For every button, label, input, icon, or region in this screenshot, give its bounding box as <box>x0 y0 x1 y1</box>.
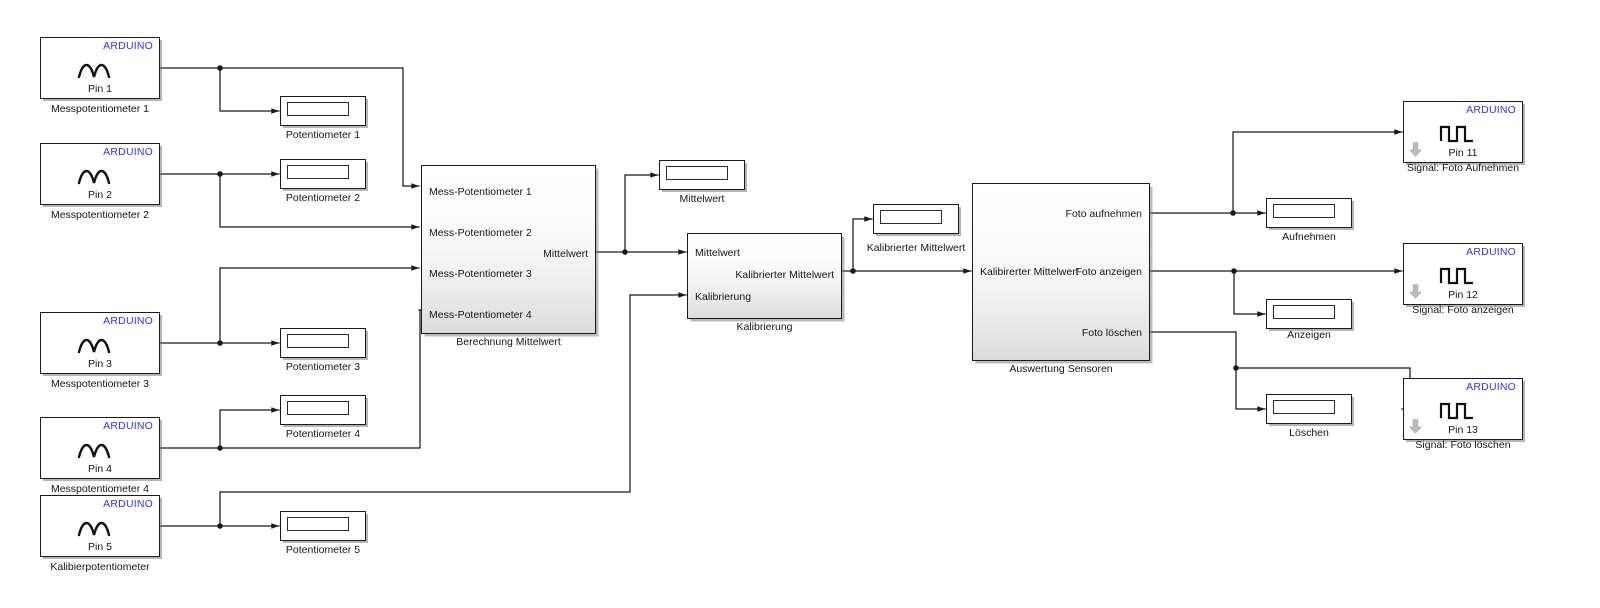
subsystem-kalibrierung[interactable]: Mittelwert Kalibrierung Kalibrierter Mit… <box>687 233 842 319</box>
display-readout <box>287 334 349 348</box>
block-caption: Aufnehmen <box>1282 231 1336 243</box>
display-block-potentiometer-5[interactable] <box>280 511 366 541</box>
arduino-digital-output-block-pin-13[interactable]: ARDUINO Pin 13 <box>1403 378 1523 440</box>
input-port-label-mess-potentiometer-2: Mess-Potentiometer 2 <box>429 227 532 239</box>
display-readout <box>666 166 728 180</box>
display-block-anzeigen[interactable] <box>1266 299 1352 329</box>
block-caption: Potentiometer 3 <box>285 361 361 373</box>
block-caption: Mittelwert <box>679 193 725 205</box>
arduino-brand-label: ARDUINO <box>103 40 153 52</box>
block-caption: Löschen <box>1289 427 1329 439</box>
arduino-analog-input-block-3[interactable]: ARDUINO Pin 3 <box>40 312 160 374</box>
display-readout <box>287 165 349 179</box>
arduino-brand-label: ARDUINO <box>1466 246 1516 258</box>
input-port-label-kalibirerter-mittelwert: Kalibirerter Mittelwert <box>980 266 1079 278</box>
block-caption: Messpotentiometer 3 <box>50 378 150 390</box>
sine-wave-icon <box>77 169 111 185</box>
arduino-brand-label: ARDUINO <box>103 498 153 510</box>
block-caption: Kalibrierter Mittelwert <box>866 242 966 254</box>
arduino-brand-label: ARDUINO <box>103 146 153 158</box>
display-readout <box>287 102 349 116</box>
block-caption: Kalibrierung <box>736 321 793 333</box>
block-caption: Auswertung Sensoren <box>1009 363 1113 375</box>
block-caption: Signal: Foto anzeigen <box>1412 304 1514 316</box>
display-block-potentiometer-4[interactable] <box>280 395 366 425</box>
display-block-potentiometer-3[interactable] <box>280 328 366 358</box>
arduino-brand-label: ARDUINO <box>103 315 153 327</box>
pin-label: Pin 3 <box>88 357 112 370</box>
pin-label: Pin 12 <box>1448 288 1478 301</box>
arduino-digital-output-block-pin-12[interactable]: ARDUINO Pin 12 <box>1403 243 1523 305</box>
pin-label: Pin 5 <box>88 540 112 553</box>
display-block-potentiometer-1[interactable] <box>280 96 366 126</box>
block-caption: Kalibierpotentiometer <box>50 561 150 573</box>
block-caption: Messpotentiometer 1 <box>50 103 150 115</box>
arduino-brand-label: ARDUINO <box>103 420 153 432</box>
square-wave-icon <box>1439 125 1473 143</box>
pin-label: Pin 4 <box>88 462 112 475</box>
block-caption: Messpotentiometer 4 <box>50 483 150 495</box>
output-port-label-foto-loeschen: Foto löschen <box>1081 327 1142 339</box>
display-readout <box>1273 400 1335 414</box>
output-port-label-foto-aufnehmen: Foto aufnehmen <box>1065 208 1142 220</box>
display-readout <box>287 401 349 415</box>
block-caption: Signal: Foto löschen <box>1415 439 1511 451</box>
display-block-aufnehmen[interactable] <box>1266 198 1352 228</box>
display-block-potentiometer-2[interactable] <box>280 159 366 189</box>
subsystem-auswertung-sensoren[interactable]: Kalibirerter Mittelwert Foto aufnehmen F… <box>972 183 1150 361</box>
input-port-label-mittelwert: Mittelwert <box>695 247 740 259</box>
block-caption: Potentiometer 4 <box>285 428 361 440</box>
subsystem-berechnung-mittelwert[interactable]: Mess-Potentiometer 1 Mess-Potentiometer … <box>421 165 596 334</box>
block-caption: Signal: Foto Aufnehmen <box>1406 162 1520 174</box>
download-arrow-icon <box>1409 142 1422 157</box>
display-readout <box>287 517 349 531</box>
display-readout <box>1273 305 1335 319</box>
output-port-label-foto-anzeigen: Foto anzeigen <box>1075 266 1142 278</box>
input-port-label-mess-potentiometer-3: Mess-Potentiometer 3 <box>429 268 532 280</box>
pin-label: Pin 11 <box>1448 146 1478 159</box>
square-wave-icon <box>1439 402 1473 420</box>
arduino-analog-input-block-4[interactable]: ARDUINO Pin 4 <box>40 417 160 479</box>
block-caption: Messpotentiometer 2 <box>50 209 150 221</box>
pin-label: Pin 2 <box>88 188 112 201</box>
block-caption: Potentiometer 2 <box>285 192 361 204</box>
block-caption: Potentiometer 5 <box>285 544 361 556</box>
sine-wave-icon <box>77 63 111 79</box>
square-wave-icon <box>1439 267 1473 285</box>
pin-label: Pin 13 <box>1448 423 1478 436</box>
block-caption: Potentiometer 1 <box>285 129 361 141</box>
display-block-loeschen[interactable] <box>1266 394 1352 424</box>
display-readout <box>880 210 942 224</box>
sine-wave-icon <box>77 521 111 537</box>
arduino-brand-label: ARDUINO <box>1466 104 1516 116</box>
download-arrow-icon <box>1409 284 1422 299</box>
download-arrow-icon <box>1409 419 1422 434</box>
arduino-analog-input-block-5[interactable]: ARDUINO Pin 5 <box>40 495 160 557</box>
input-port-label-mess-potentiometer-4: Mess-Potentiometer 4 <box>429 309 532 321</box>
arduino-analog-input-block-1[interactable]: ARDUINO Pin 1 <box>40 37 160 99</box>
arduino-analog-input-block-2[interactable]: ARDUINO Pin 2 <box>40 143 160 205</box>
input-port-label-kalibrierung: Kalibrierung <box>695 291 752 303</box>
sine-wave-icon <box>77 443 111 459</box>
display-block-kalibrierter-mittelwert[interactable] <box>873 204 959 234</box>
arduino-digital-output-block-pin-11[interactable]: ARDUINO Pin 11 <box>1403 101 1523 163</box>
input-port-label-mess-potentiometer-1: Mess-Potentiometer 1 <box>429 186 532 198</box>
arduino-brand-label: ARDUINO <box>1466 381 1516 393</box>
sine-wave-icon <box>77 338 111 354</box>
pin-label: Pin 1 <box>88 82 112 95</box>
block-caption: Berechnung Mittelwert <box>456 336 561 348</box>
output-port-label-kalibrierter-mittelwert: Kalibrierter Mittelwert <box>735 269 834 281</box>
block-caption: Anzeigen <box>1287 329 1331 341</box>
display-block-mittelwert[interactable] <box>659 160 745 190</box>
display-readout <box>1273 204 1335 218</box>
output-port-label-mittelwert: Mittelwert <box>543 248 588 260</box>
